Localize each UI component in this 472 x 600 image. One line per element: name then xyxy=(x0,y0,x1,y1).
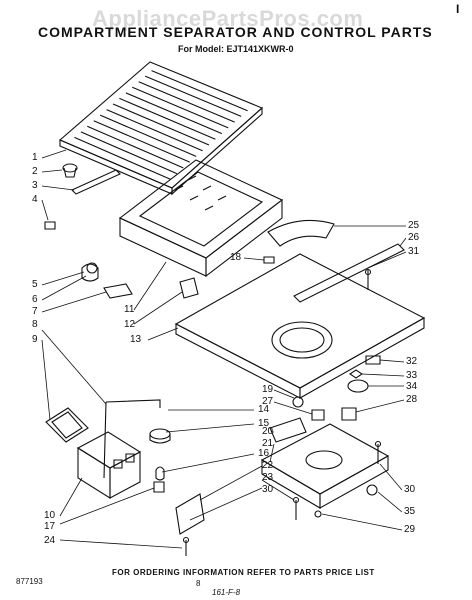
washer-part xyxy=(315,511,321,517)
callout-25: 25 xyxy=(408,220,420,231)
wire-harness xyxy=(104,400,160,478)
grille-slat xyxy=(74,137,170,179)
callout-30-right: 30 xyxy=(404,484,416,495)
spring-part xyxy=(350,370,362,378)
callout-29: 29 xyxy=(404,524,416,535)
clip-bracket xyxy=(312,410,324,420)
bracket-part xyxy=(82,264,98,281)
callout-9: 9 xyxy=(32,334,38,345)
corner-mark: I xyxy=(456,2,460,16)
callout-7: 7 xyxy=(32,306,38,317)
callout-5: 5 xyxy=(32,279,38,290)
callout-35: 35 xyxy=(404,506,416,517)
page-title: COMPARTMENT SEPARATOR AND CONTROL PARTS xyxy=(38,24,433,40)
callout-6: 6 xyxy=(32,294,38,305)
damper-block xyxy=(180,278,198,298)
thermostat-bulb xyxy=(293,397,303,407)
callout-22: 22 xyxy=(262,460,274,471)
page-number: 8 xyxy=(196,579,201,588)
separator-tray xyxy=(120,160,282,276)
callout-12: 12 xyxy=(124,319,136,330)
cap-part xyxy=(63,164,77,172)
control-knob xyxy=(150,429,170,439)
callout-4: 4 xyxy=(32,194,38,205)
callout-1: 1 xyxy=(32,152,38,163)
grille-slat xyxy=(100,115,196,156)
watermark: AppliancePartsPros.com xyxy=(92,6,364,31)
callout-13: 13 xyxy=(130,334,142,345)
control-housing xyxy=(78,432,140,498)
model-number: For Model: EJT141XKWR-0 xyxy=(178,44,294,54)
callout-31: 31 xyxy=(408,246,420,257)
callout-20: 20 xyxy=(262,426,274,437)
callout-28: 28 xyxy=(406,394,418,405)
bulb-socket xyxy=(156,467,164,480)
ordering-note: FOR ORDERING INFORMATION REFER TO PARTS … xyxy=(112,568,375,577)
callout-24: 24 xyxy=(44,535,56,546)
callout-16: 16 xyxy=(258,448,270,459)
callout-8: 8 xyxy=(32,319,38,330)
spacer-part xyxy=(154,482,164,492)
callout-2: 2 xyxy=(32,166,38,177)
grille-slat xyxy=(145,76,241,116)
toggle-switch xyxy=(342,408,356,420)
grille-slat xyxy=(126,93,222,134)
strip-part xyxy=(72,170,120,194)
clip-part xyxy=(45,222,55,229)
document-number: 877193 xyxy=(16,577,43,586)
nut-part xyxy=(367,485,377,495)
grille-slat xyxy=(119,98,215,139)
callout-27: 27 xyxy=(262,396,274,407)
callout-18: 18 xyxy=(230,252,242,263)
callout-33: 33 xyxy=(406,370,418,381)
callout-26: 26 xyxy=(408,232,420,243)
grille-slat xyxy=(132,87,228,128)
grille-slat xyxy=(139,82,235,122)
control-tray xyxy=(262,424,388,508)
light-socket xyxy=(348,380,368,392)
grille-slat xyxy=(152,71,248,111)
grille-slat xyxy=(94,121,190,162)
callout-11: 11 xyxy=(124,304,135,315)
control-cover xyxy=(176,494,204,534)
callout-14: 14 xyxy=(258,404,270,415)
callout-3: 3 xyxy=(32,180,38,191)
gasket-strip xyxy=(294,244,404,302)
grille-slat xyxy=(107,110,203,151)
ceiling-panel xyxy=(176,254,424,398)
callout-32: 32 xyxy=(406,356,418,367)
leader-lines xyxy=(42,150,406,548)
callout-19: 19 xyxy=(262,384,274,395)
grille-slat xyxy=(87,126,183,168)
lever-part xyxy=(104,284,132,298)
callout-17: 17 xyxy=(44,521,56,532)
callout-10: 10 xyxy=(44,510,56,521)
callout-15: 15 xyxy=(258,418,270,429)
callout-34: 34 xyxy=(406,381,418,392)
baffle-plate xyxy=(268,220,334,246)
drawing-number: 161-F-8 xyxy=(212,588,241,597)
plug-part xyxy=(264,257,274,263)
gasket-frame xyxy=(46,408,88,442)
callout-30-left: 30 xyxy=(262,484,274,495)
sensor-bracket xyxy=(270,418,306,442)
callout-23: 23 xyxy=(262,472,274,483)
grille-slat xyxy=(113,104,209,145)
grille-slat xyxy=(81,132,177,174)
shelf-grille xyxy=(60,62,262,194)
callout-21: 21 xyxy=(262,438,274,449)
